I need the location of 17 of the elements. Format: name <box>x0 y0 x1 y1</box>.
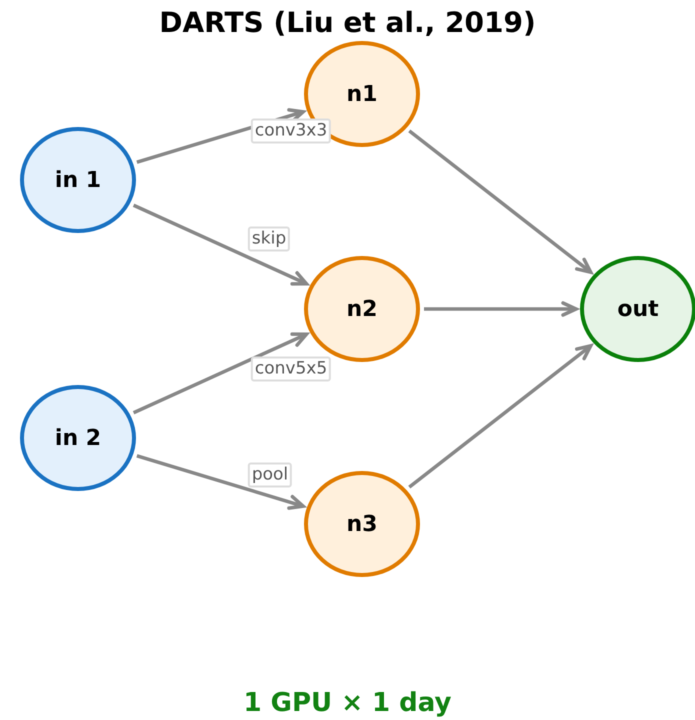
edge-label: conv3x3 <box>250 118 332 144</box>
caption: 1 GPU × 1 day <box>242 688 452 718</box>
arrow <box>132 332 308 414</box>
arrow <box>424 301 578 317</box>
node-label: out <box>617 296 659 322</box>
arrow <box>132 204 308 286</box>
node-label: n2 <box>346 296 378 322</box>
node-label: n3 <box>346 512 378 536</box>
edge-label: skip <box>248 226 290 252</box>
arrow <box>408 344 592 489</box>
node-label: n1 <box>346 82 378 106</box>
edge-label: conv5x5 <box>250 356 332 382</box>
node-label: in 2 <box>54 426 102 450</box>
edge-label: pool <box>248 462 292 488</box>
node-label: in 1 <box>54 168 102 192</box>
arrow <box>136 454 305 510</box>
diagram-title: DARTS (Liu et al., 2019) <box>158 6 537 39</box>
